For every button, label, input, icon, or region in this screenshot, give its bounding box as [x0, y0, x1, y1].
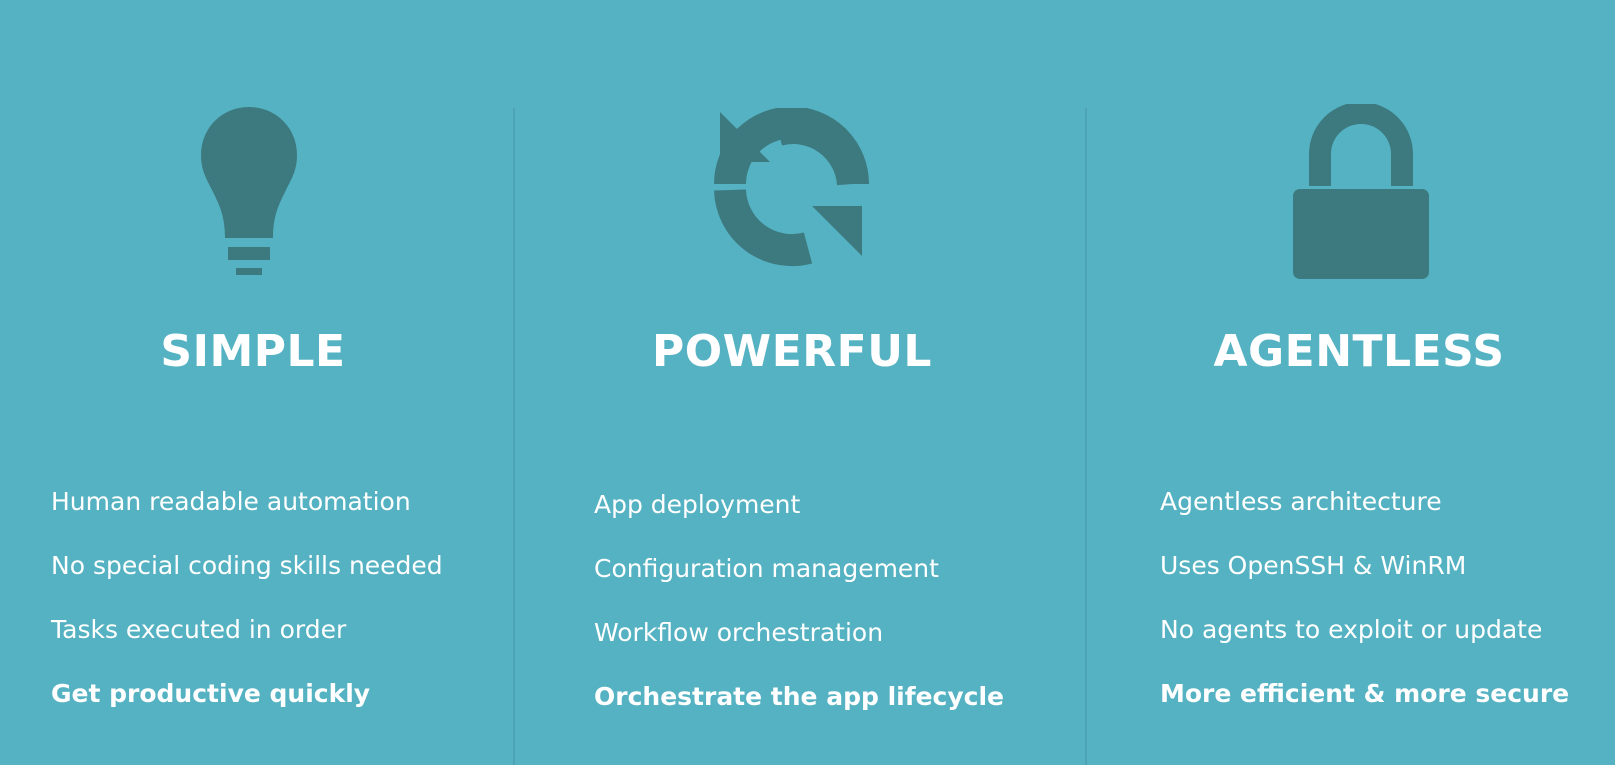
feature-list: Agentless architecture Uses OpenSSH & Wi… — [1160, 487, 1569, 743]
column-powerful: POWERFUL App deployment Configuration ma… — [514, 0, 1086, 765]
feature-item: No special coding skills needed — [51, 551, 443, 580]
feature-item: Tasks executed in order — [51, 615, 347, 644]
column-title: SIMPLE — [160, 326, 346, 377]
column-title: POWERFUL — [652, 326, 932, 377]
feature-item: Uses OpenSSH & WinRM — [1160, 551, 1467, 580]
feature-list: Human readable automation No special cod… — [51, 487, 443, 743]
feature-item: App deployment — [594, 490, 801, 519]
feature-list: App deployment Configuration management … — [594, 490, 1004, 746]
column-divider — [513, 108, 515, 765]
column-title: AGENTLESS — [1213, 326, 1505, 377]
column-agentless: AGENTLESS Agentless architecture Uses Op… — [1086, 0, 1615, 765]
feature-item: No agents to exploit or update — [1160, 615, 1543, 644]
lock-icon — [1293, 104, 1429, 280]
lightbulb-icon — [198, 104, 300, 280]
column-simple: SIMPLE Human readable automation No spec… — [0, 0, 514, 765]
feature-item-highlight: Orchestrate the app lifecycle — [594, 682, 1004, 711]
column-divider — [1085, 108, 1087, 765]
feature-item: Human readable automation — [51, 487, 411, 516]
feature-item-highlight: More efficient & more secure — [1160, 679, 1570, 708]
feature-item: Agentless architecture — [1160, 487, 1442, 516]
refresh-icon — [712, 108, 872, 268]
feature-item: Configuration management — [594, 554, 939, 583]
feature-item-highlight: Get productive quickly — [51, 679, 371, 708]
feature-item: Workflow orchestration — [594, 618, 884, 647]
